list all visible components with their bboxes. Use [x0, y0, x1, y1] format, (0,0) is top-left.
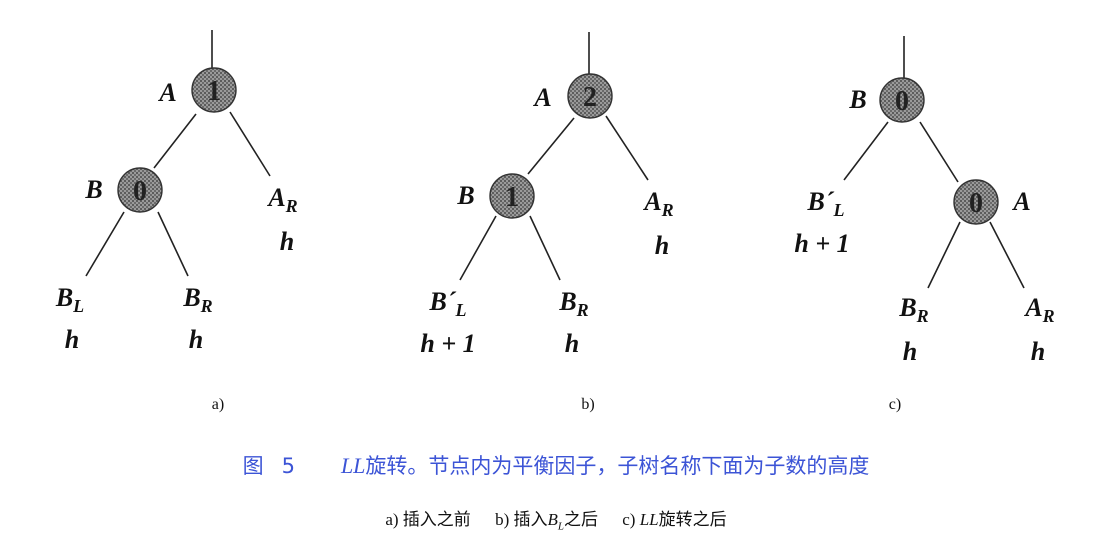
subcaption-c-var: LL	[639, 510, 659, 529]
subcaption-c-prefix: c)	[622, 510, 640, 529]
node-label: B	[84, 175, 102, 204]
edge-b-bl	[843, 121, 889, 181]
subcaption-b-prefix: b) 插入	[495, 510, 548, 529]
subtree-height: h	[565, 329, 579, 358]
panel-tag: b)	[581, 396, 594, 413]
panel-c: 0 B 0 A B´L h + 1 BR h AR h c)	[794, 36, 1055, 413]
svg-text:B´L: B´L	[429, 287, 467, 320]
tree-node-a: 2	[567, 73, 613, 119]
svg-text:B´L: B´L	[807, 187, 845, 220]
subcaption-c: c) LL旋转之后	[622, 510, 726, 529]
edge-a-br	[927, 221, 961, 289]
balance-factor: 0	[969, 188, 983, 219]
subtree-subscript: L	[455, 300, 467, 320]
subcaption-b-sub: L	[557, 520, 564, 533]
node-label: B	[848, 85, 866, 114]
edge-b-a	[919, 121, 959, 183]
balance-factor: 1	[505, 182, 519, 213]
edge-a-ar	[605, 115, 649, 181]
subtree-subscript: R	[1042, 306, 1055, 326]
balance-factor: 1	[207, 76, 221, 107]
edge-b-br	[529, 215, 561, 281]
subtree-ar: AR h	[1023, 293, 1054, 366]
subtree-ar: AR h	[642, 187, 673, 260]
tree-node-b: 0	[879, 77, 925, 123]
subtree-subscript: L	[72, 296, 84, 316]
subtree-bl: BL h	[55, 283, 84, 354]
subtree-height: h	[65, 325, 79, 354]
subtree-height: h	[280, 227, 294, 256]
subtree-bl: B´L h + 1	[794, 187, 849, 258]
subtree-name: B	[558, 287, 576, 316]
subtree-height: h	[903, 337, 917, 366]
svg-text:BL: BL	[55, 283, 84, 316]
subtree-subscript: R	[661, 200, 674, 220]
subtree-name: A	[266, 183, 285, 212]
edge-b-bl	[459, 215, 497, 281]
subtree-name: B´	[429, 287, 457, 316]
subtree-subscript: R	[285, 196, 298, 216]
panel-b: 2 A 1 B AR h B´L h + 1 BR h b)	[420, 32, 674, 413]
caption-number: 5	[281, 454, 295, 478]
subtree-name: B	[55, 283, 73, 312]
edge-a-ar	[229, 111, 271, 177]
node-label: A	[1011, 187, 1030, 216]
balance-factor: 0	[133, 176, 147, 207]
subtree-br: BR h	[898, 293, 928, 366]
figure-subcaption: a) 插入之前 b) 插入BL之后 c) LL旋转之后	[0, 505, 1112, 532]
node-label: A	[157, 78, 176, 107]
subtree-height: h + 1	[794, 229, 849, 258]
subtree-name: B	[182, 283, 200, 312]
subtree-ar: AR h	[266, 183, 297, 256]
subtree-subscript: R	[200, 296, 213, 316]
caption-ll: LL	[340, 453, 366, 478]
tree-node-b: 0	[117, 167, 163, 213]
subtree-subscript: R	[916, 306, 929, 326]
subtree-bl: B´L h + 1	[420, 287, 475, 358]
subcaption-a: a) 插入之前	[385, 510, 471, 529]
avl-ll-rotation-diagram: 1 A 0 B AR h BL h BR h a)	[55, 30, 1055, 413]
node-label: A	[532, 83, 551, 112]
subtree-height: h	[655, 231, 669, 260]
balance-factor: 2	[583, 82, 597, 113]
svg-text:BR: BR	[898, 293, 928, 326]
edge-a-b	[527, 117, 575, 175]
edge-b-br	[157, 211, 189, 277]
edge-a-b	[153, 113, 197, 169]
subcaption-c-suffix: 旋转之后	[658, 510, 727, 529]
panel-tag: c)	[889, 396, 901, 413]
subtree-name: B´	[807, 187, 835, 216]
svg-text:BR: BR	[558, 287, 588, 320]
subtree-height: h + 1	[420, 329, 475, 358]
svg-text:BR: BR	[182, 283, 212, 316]
node-label: B	[456, 181, 474, 210]
subtree-br: BR h	[558, 287, 588, 358]
edge-b-bl	[85, 211, 125, 277]
subcaption-b-var: B	[547, 510, 558, 529]
svg-text:AR: AR	[1023, 293, 1054, 326]
subtree-name: B	[898, 293, 916, 322]
svg-text:AR: AR	[266, 183, 297, 216]
svg-text:AR: AR	[642, 187, 673, 220]
edge-a-ar	[989, 221, 1025, 289]
subcaption-b: b) 插入BL之后	[495, 510, 598, 533]
subcaption-b-suffix: 之后	[564, 510, 598, 529]
balance-factor: 0	[895, 86, 909, 117]
caption-text: 旋转。节点内为平衡因子，子树名称下面为子数的高度	[365, 454, 870, 478]
panel-a: 1 A 0 B AR h BL h BR h a)	[55, 30, 298, 413]
subtree-height: h	[189, 325, 203, 354]
subtree-br: BR h	[182, 283, 212, 354]
tree-node-a: 0	[953, 179, 999, 225]
tree-node-a: 1	[191, 67, 237, 113]
caption-prefix: 图	[242, 454, 264, 478]
subtree-name: A	[1023, 293, 1042, 322]
subtree-name: A	[642, 187, 661, 216]
subtree-height: h	[1031, 337, 1045, 366]
tree-node-b: 1	[489, 173, 535, 219]
subtree-subscript: R	[576, 300, 589, 320]
panel-tag: a)	[212, 396, 224, 413]
subtree-subscript: L	[833, 200, 845, 220]
